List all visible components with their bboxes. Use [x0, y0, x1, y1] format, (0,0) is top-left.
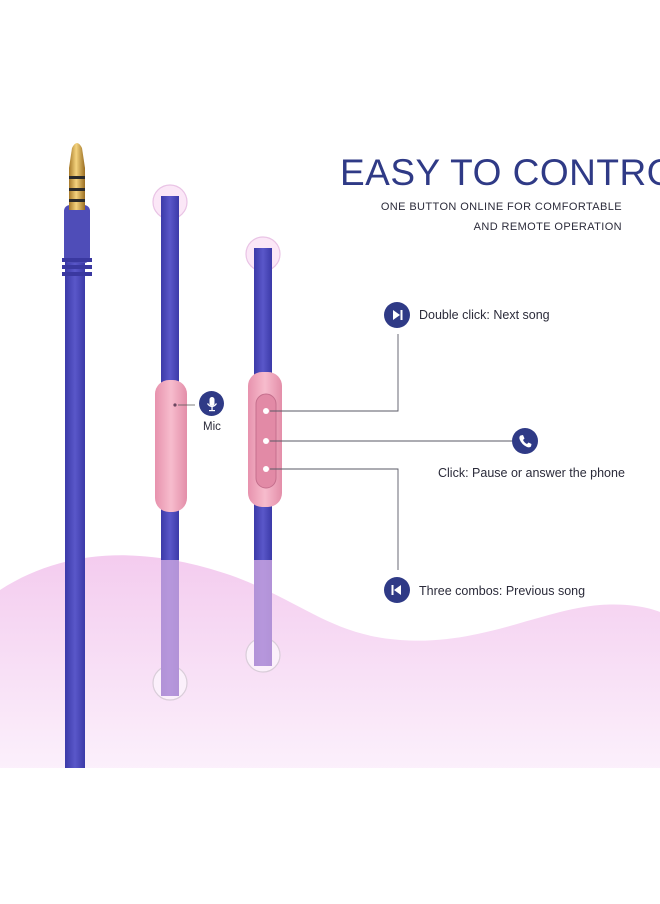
callout-lines — [270, 334, 518, 570]
subheadline-line-2: AND REMOTE OPERATION — [473, 221, 622, 233]
callout-pause-answer: Click: Pause or answer the phone — [438, 466, 625, 480]
skip-back-icon — [384, 577, 410, 603]
callout-previous-song: Three combos: Previous song — [419, 584, 586, 598]
callout-mic: Mic — [203, 421, 221, 433]
headline: EASY TO CONTROL — [340, 152, 660, 193]
callout-next-song: Double click: Next song — [419, 308, 550, 322]
audio-jack-cable — [62, 143, 92, 768]
subheadline-line-1: ONE BUTTON ONLINE FOR COMFORTABLE — [380, 201, 622, 213]
microphone-icon — [199, 391, 224, 416]
remote-cable — [245, 236, 282, 673]
mic-cable — [152, 184, 195, 701]
phone-icon — [512, 428, 538, 454]
skip-forward-icon — [384, 302, 410, 328]
